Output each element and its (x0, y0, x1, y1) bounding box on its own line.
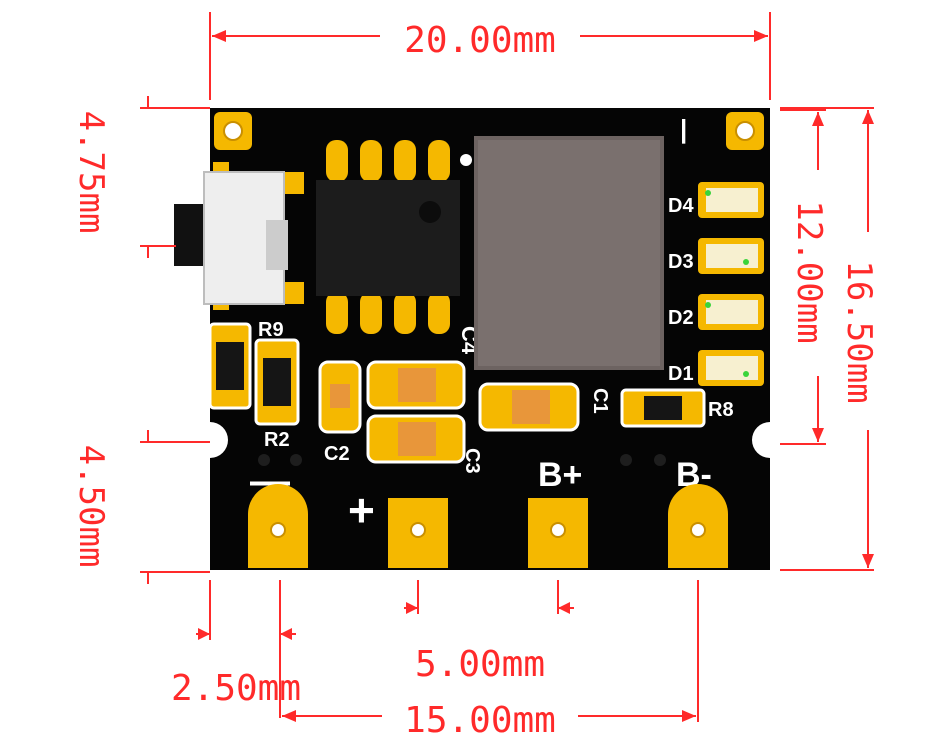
solder-pad-minus (248, 484, 308, 568)
silk-plus: + (348, 484, 375, 536)
silk-c1: C1 (589, 388, 611, 414)
resistor-r2 (254, 338, 300, 426)
led-d4 (698, 182, 764, 218)
silk-d2: D2 (668, 307, 694, 329)
capacitor-pair-upper (366, 360, 466, 410)
led-d3 (698, 238, 764, 274)
dimension-left-top (140, 96, 210, 258)
dim-label-pitch-pad: 5.00mm (415, 644, 545, 685)
silk-d3: D3 (668, 251, 694, 273)
solder-pad-b-minus (668, 484, 728, 568)
silk-top-right-mark: | (680, 114, 687, 144)
dim-label-width-top: 20.00mm (404, 20, 556, 61)
dimension-pitch-pad (404, 580, 574, 614)
dimension-span-pads (282, 580, 699, 722)
power-inductor (474, 136, 664, 370)
capacitor-c3 (366, 414, 466, 464)
vias (258, 454, 666, 466)
dim-label-height-total: 16.50mm (839, 260, 879, 403)
capacitor-c1 (478, 382, 580, 432)
soic8-chip (316, 140, 472, 334)
solder-pad-b-plus (528, 498, 588, 568)
dimension-left-bottom (140, 430, 210, 584)
capacitor-c2 (318, 360, 362, 434)
slide-switch (174, 162, 304, 310)
dimension-pitch-small (196, 580, 296, 718)
resistor-r9 (208, 322, 252, 410)
silk-r8: R8 (708, 399, 734, 421)
dimension-pad-span (780, 109, 826, 445)
dim-label-left-bottom: 4.50mm (71, 445, 111, 568)
dimension-width-top (209, 12, 771, 100)
mounting-pad-top-left (214, 112, 252, 150)
silk-r9: R9 (258, 319, 284, 341)
silk-d1: D1 (668, 363, 694, 385)
silk-c3: C3 (461, 448, 483, 474)
solder-pad-plus (388, 498, 448, 568)
silk-c2: C2 (324, 443, 350, 465)
mounting-pad-top-right (726, 112, 764, 150)
silk-r2: R2 (264, 429, 290, 451)
dimension-height-total (780, 107, 874, 571)
led-d2 (698, 294, 764, 330)
led-d1 (698, 350, 764, 386)
silk-b-plus: B+ (538, 456, 582, 494)
resistor-r8 (620, 388, 706, 428)
dim-label-pad-span: 12.00mm (789, 200, 829, 343)
dim-label-left-top: 4.75mm (71, 111, 111, 234)
dim-label-pitch-small: 2.50mm (171, 668, 301, 709)
silk-d4: D4 (668, 195, 694, 217)
dim-label-span-pads: 15.00mm (404, 700, 556, 741)
